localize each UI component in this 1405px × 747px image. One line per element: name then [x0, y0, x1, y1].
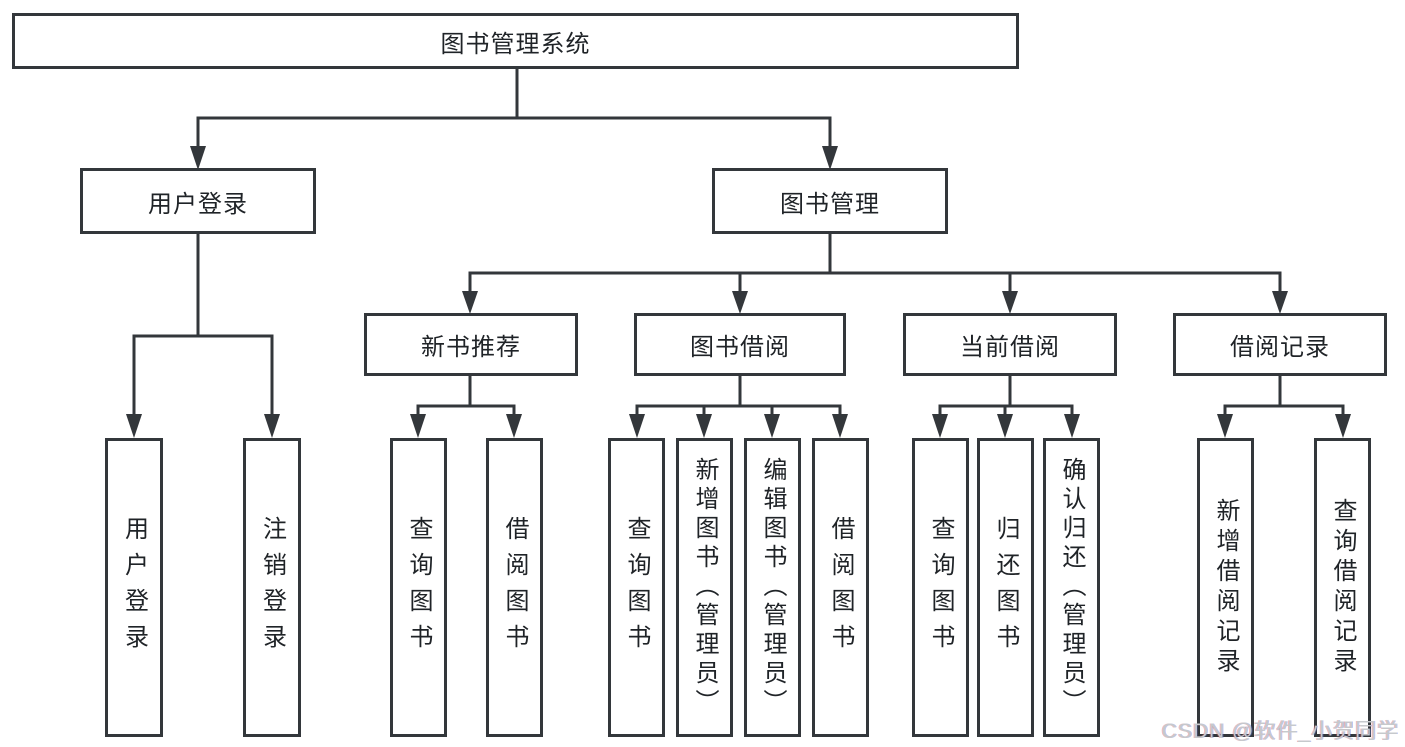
- leaf-user-login: 用户登录: [105, 438, 163, 737]
- leaf-label: 编辑图书（管理员）: [759, 457, 786, 718]
- node-label: 当前借阅: [960, 334, 1060, 361]
- node-book-management: 图书管理: [712, 168, 948, 234]
- leaf-query-books-borrow: 查询图书: [608, 438, 665, 737]
- leaf-borrow-books: 借阅图书: [812, 438, 869, 737]
- leaf-confirm-return-admin: 确认归还（管理员）: [1043, 438, 1100, 737]
- leaf-add-borrow-record: 新增借阅记录: [1197, 438, 1254, 737]
- leaf-label: 查询图书: [623, 515, 650, 660]
- leaf-label: 查询图书: [405, 515, 432, 660]
- leaf-label: 确认归还（管理员）: [1058, 457, 1085, 718]
- node-book-borrowing: 图书借阅: [634, 313, 846, 376]
- leaf-label: 归还图书: [992, 515, 1019, 660]
- leaf-label: 查询借阅记录: [1329, 497, 1356, 678]
- node-current-borrowing: 当前借阅: [903, 313, 1117, 376]
- node-borrowing-records: 借阅记录: [1173, 313, 1387, 376]
- leaf-borrow-books-recommend: 借阅图书: [486, 438, 543, 737]
- node-label: 借阅记录: [1230, 334, 1330, 361]
- leaf-label: 查询图书: [927, 515, 954, 660]
- leaf-query-books-current: 查询图书: [912, 438, 969, 737]
- node-label: 图书借阅: [690, 334, 790, 361]
- leaf-label: 新增图书（管理员）: [691, 457, 718, 718]
- arrowheads: [126, 146, 1351, 438]
- leaf-label: 用户登录: [120, 515, 148, 660]
- leaf-edit-books-admin: 编辑图书（管理员）: [744, 438, 801, 737]
- node-label: 图书管理: [780, 190, 880, 218]
- node-new-book-recommend: 新书推荐: [364, 313, 578, 376]
- leaf-add-books-admin: 新增图书（管理员）: [676, 438, 733, 737]
- leaf-label: 新增借阅记录: [1212, 497, 1239, 678]
- node-user-login: 用户登录: [80, 168, 316, 234]
- node-label: 新书推荐: [421, 334, 521, 361]
- leaf-query-borrow-record: 查询借阅记录: [1314, 438, 1371, 737]
- leaf-label: 借阅图书: [501, 515, 528, 660]
- leaf-logout: 注销登录: [243, 438, 301, 737]
- leaf-label: 注销登录: [258, 515, 286, 660]
- leaf-label: 借阅图书: [827, 515, 854, 660]
- leaf-query-books-recommend: 查询图书: [390, 438, 447, 737]
- node-label: 用户登录: [148, 190, 248, 218]
- leaf-return-books: 归还图书: [977, 438, 1034, 737]
- node-library-management-system: 图书管理系统: [12, 13, 1019, 69]
- connector-paths: [132, 67, 1345, 420]
- node-label: 图书管理系统: [440, 30, 591, 58]
